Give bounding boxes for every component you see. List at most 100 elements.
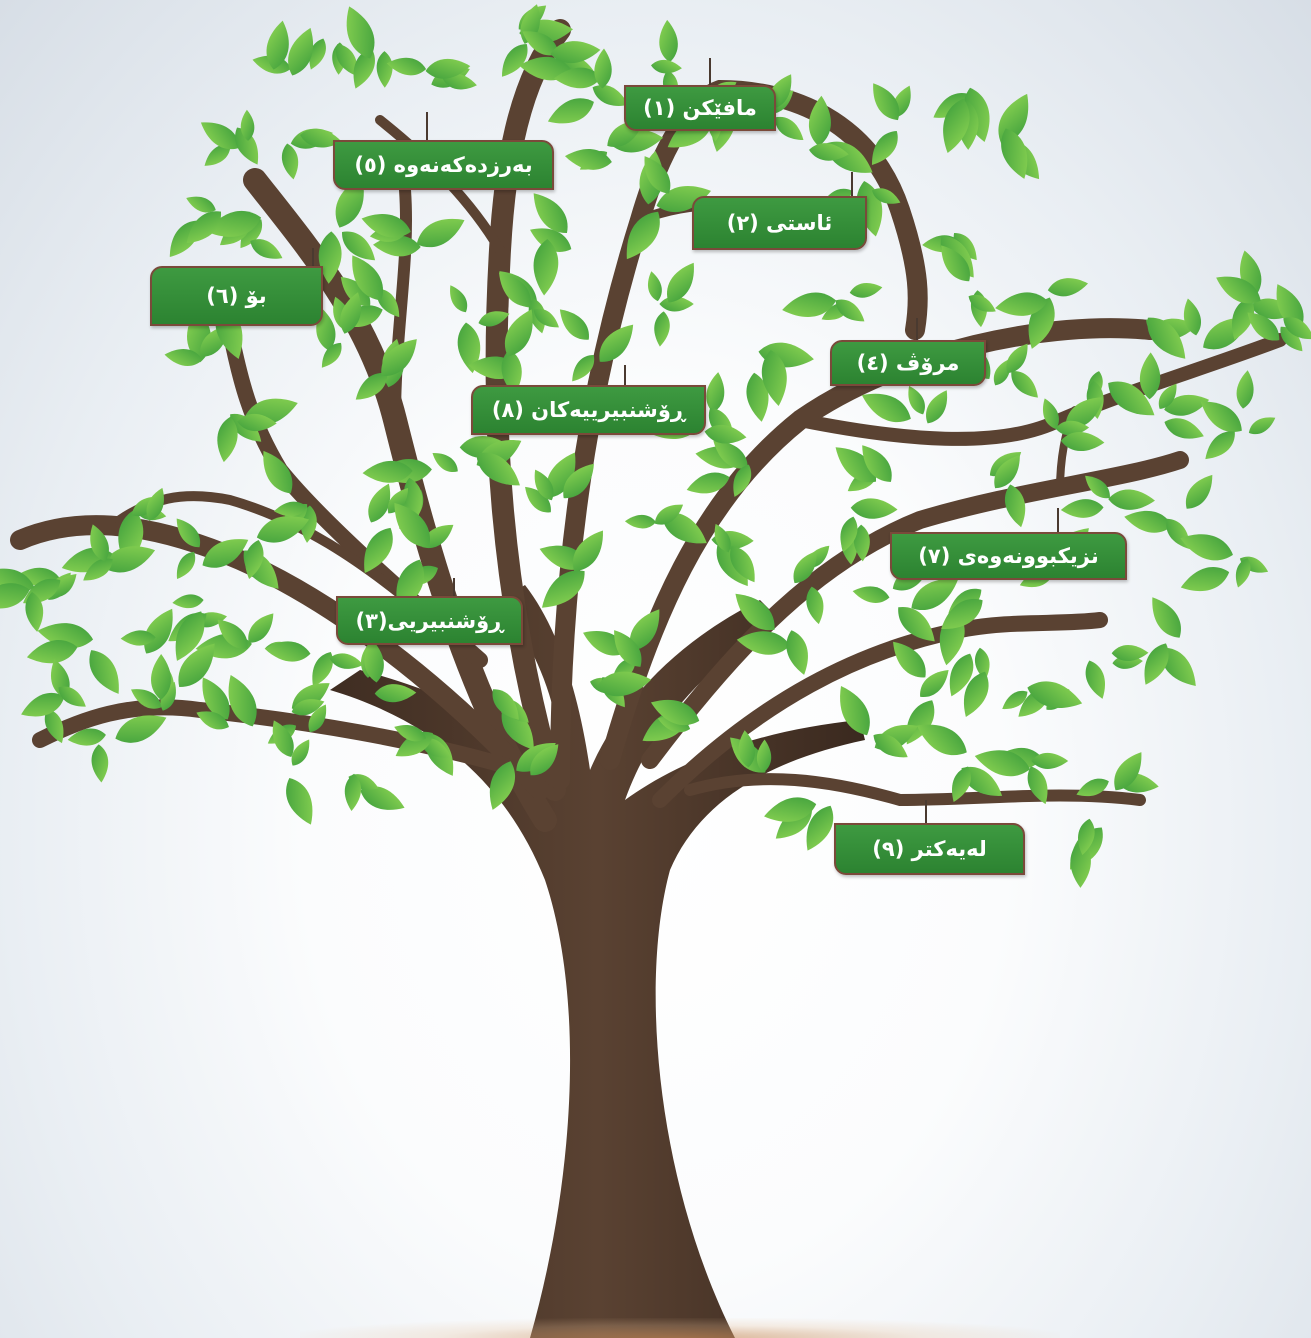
leaf [196, 711, 229, 730]
leaf [89, 650, 119, 694]
leaf [178, 643, 215, 688]
leaf [871, 188, 901, 204]
leaf [893, 641, 926, 678]
leaf [835, 299, 865, 322]
leaf [318, 231, 342, 284]
leaf [176, 551, 196, 580]
leaf [291, 699, 325, 716]
leaf [873, 83, 900, 121]
leaf [525, 486, 551, 513]
leaf [995, 292, 1048, 316]
leaf [1160, 647, 1196, 686]
leaf [250, 239, 283, 259]
leaf [115, 715, 167, 743]
leaf [1055, 420, 1090, 436]
leaf [941, 599, 983, 629]
leaf [1180, 567, 1230, 592]
leaf [176, 518, 201, 548]
leaf [1200, 401, 1242, 432]
leaf [288, 27, 314, 76]
leaf [131, 689, 162, 709]
leaf [248, 613, 274, 643]
leaf [624, 514, 656, 529]
leaf [342, 231, 376, 261]
leaf [1085, 660, 1106, 699]
leaf [952, 766, 971, 802]
leaf [809, 143, 849, 161]
label-tag-7: نزیكبوونەوەی (٧) [890, 532, 1127, 580]
leaf [58, 686, 86, 707]
leaf [476, 452, 520, 486]
leaf [308, 704, 327, 733]
leaf [376, 51, 393, 88]
leaf [1248, 417, 1276, 435]
leaf [563, 463, 594, 499]
leaf [1060, 432, 1105, 451]
leaf [1006, 343, 1028, 374]
leaf [572, 354, 595, 382]
leaf [1283, 317, 1311, 340]
leaf [933, 93, 971, 118]
leaf [968, 294, 996, 312]
leaf [202, 539, 249, 568]
leaf [614, 630, 642, 667]
tree-branch [641, 451, 1189, 769]
leaf [550, 41, 601, 64]
leaf [873, 733, 908, 758]
leaf [1183, 298, 1202, 336]
leaf [736, 631, 790, 655]
leaf [949, 653, 974, 697]
leaf [368, 483, 391, 523]
leaf [151, 654, 171, 700]
leaf [1042, 398, 1059, 430]
leaf [594, 48, 612, 89]
leaf [44, 708, 64, 744]
leaf [1185, 474, 1213, 509]
leaf [355, 373, 388, 400]
leaf [377, 288, 400, 318]
leaf [706, 372, 725, 413]
leaf [530, 228, 572, 252]
leaf [1124, 510, 1173, 533]
leaf [547, 98, 594, 124]
tree-branch [793, 333, 1287, 446]
leaf [993, 358, 1011, 386]
leaf [501, 707, 534, 750]
leaf [67, 728, 106, 746]
leaf [361, 214, 411, 238]
tree-branch [389, 184, 413, 426]
leaf [25, 591, 44, 632]
leaf [1070, 840, 1091, 888]
leaf [237, 413, 277, 432]
leaf [916, 724, 967, 756]
ground-shadow [300, 1318, 1060, 1338]
leaf [274, 501, 308, 517]
leaf [530, 744, 559, 776]
leaf [394, 724, 427, 742]
leaf [1108, 489, 1155, 510]
leaf [974, 750, 1030, 777]
label-stem-2 [851, 172, 853, 198]
label-tag-1: مافێكن (١) [624, 85, 776, 131]
leaf [730, 546, 755, 583]
leaf [626, 211, 660, 260]
label-tag-5: بەرزدەكەنەوە (٥) [333, 140, 554, 190]
leaf [425, 58, 471, 79]
leaf [650, 699, 700, 726]
leaf [489, 761, 516, 810]
leaf [90, 524, 109, 562]
leaf [374, 684, 417, 703]
leaf [564, 148, 612, 170]
leaf [533, 308, 559, 328]
leaf [651, 59, 682, 74]
label-stem-6 [312, 248, 314, 268]
leaf [504, 309, 533, 357]
leaf [245, 540, 264, 580]
leaf [735, 593, 775, 631]
leaf [422, 524, 454, 549]
leaf [713, 440, 748, 469]
leaf [240, 219, 263, 249]
leaf [457, 322, 481, 374]
leaf [281, 143, 299, 180]
leaf [756, 739, 772, 773]
